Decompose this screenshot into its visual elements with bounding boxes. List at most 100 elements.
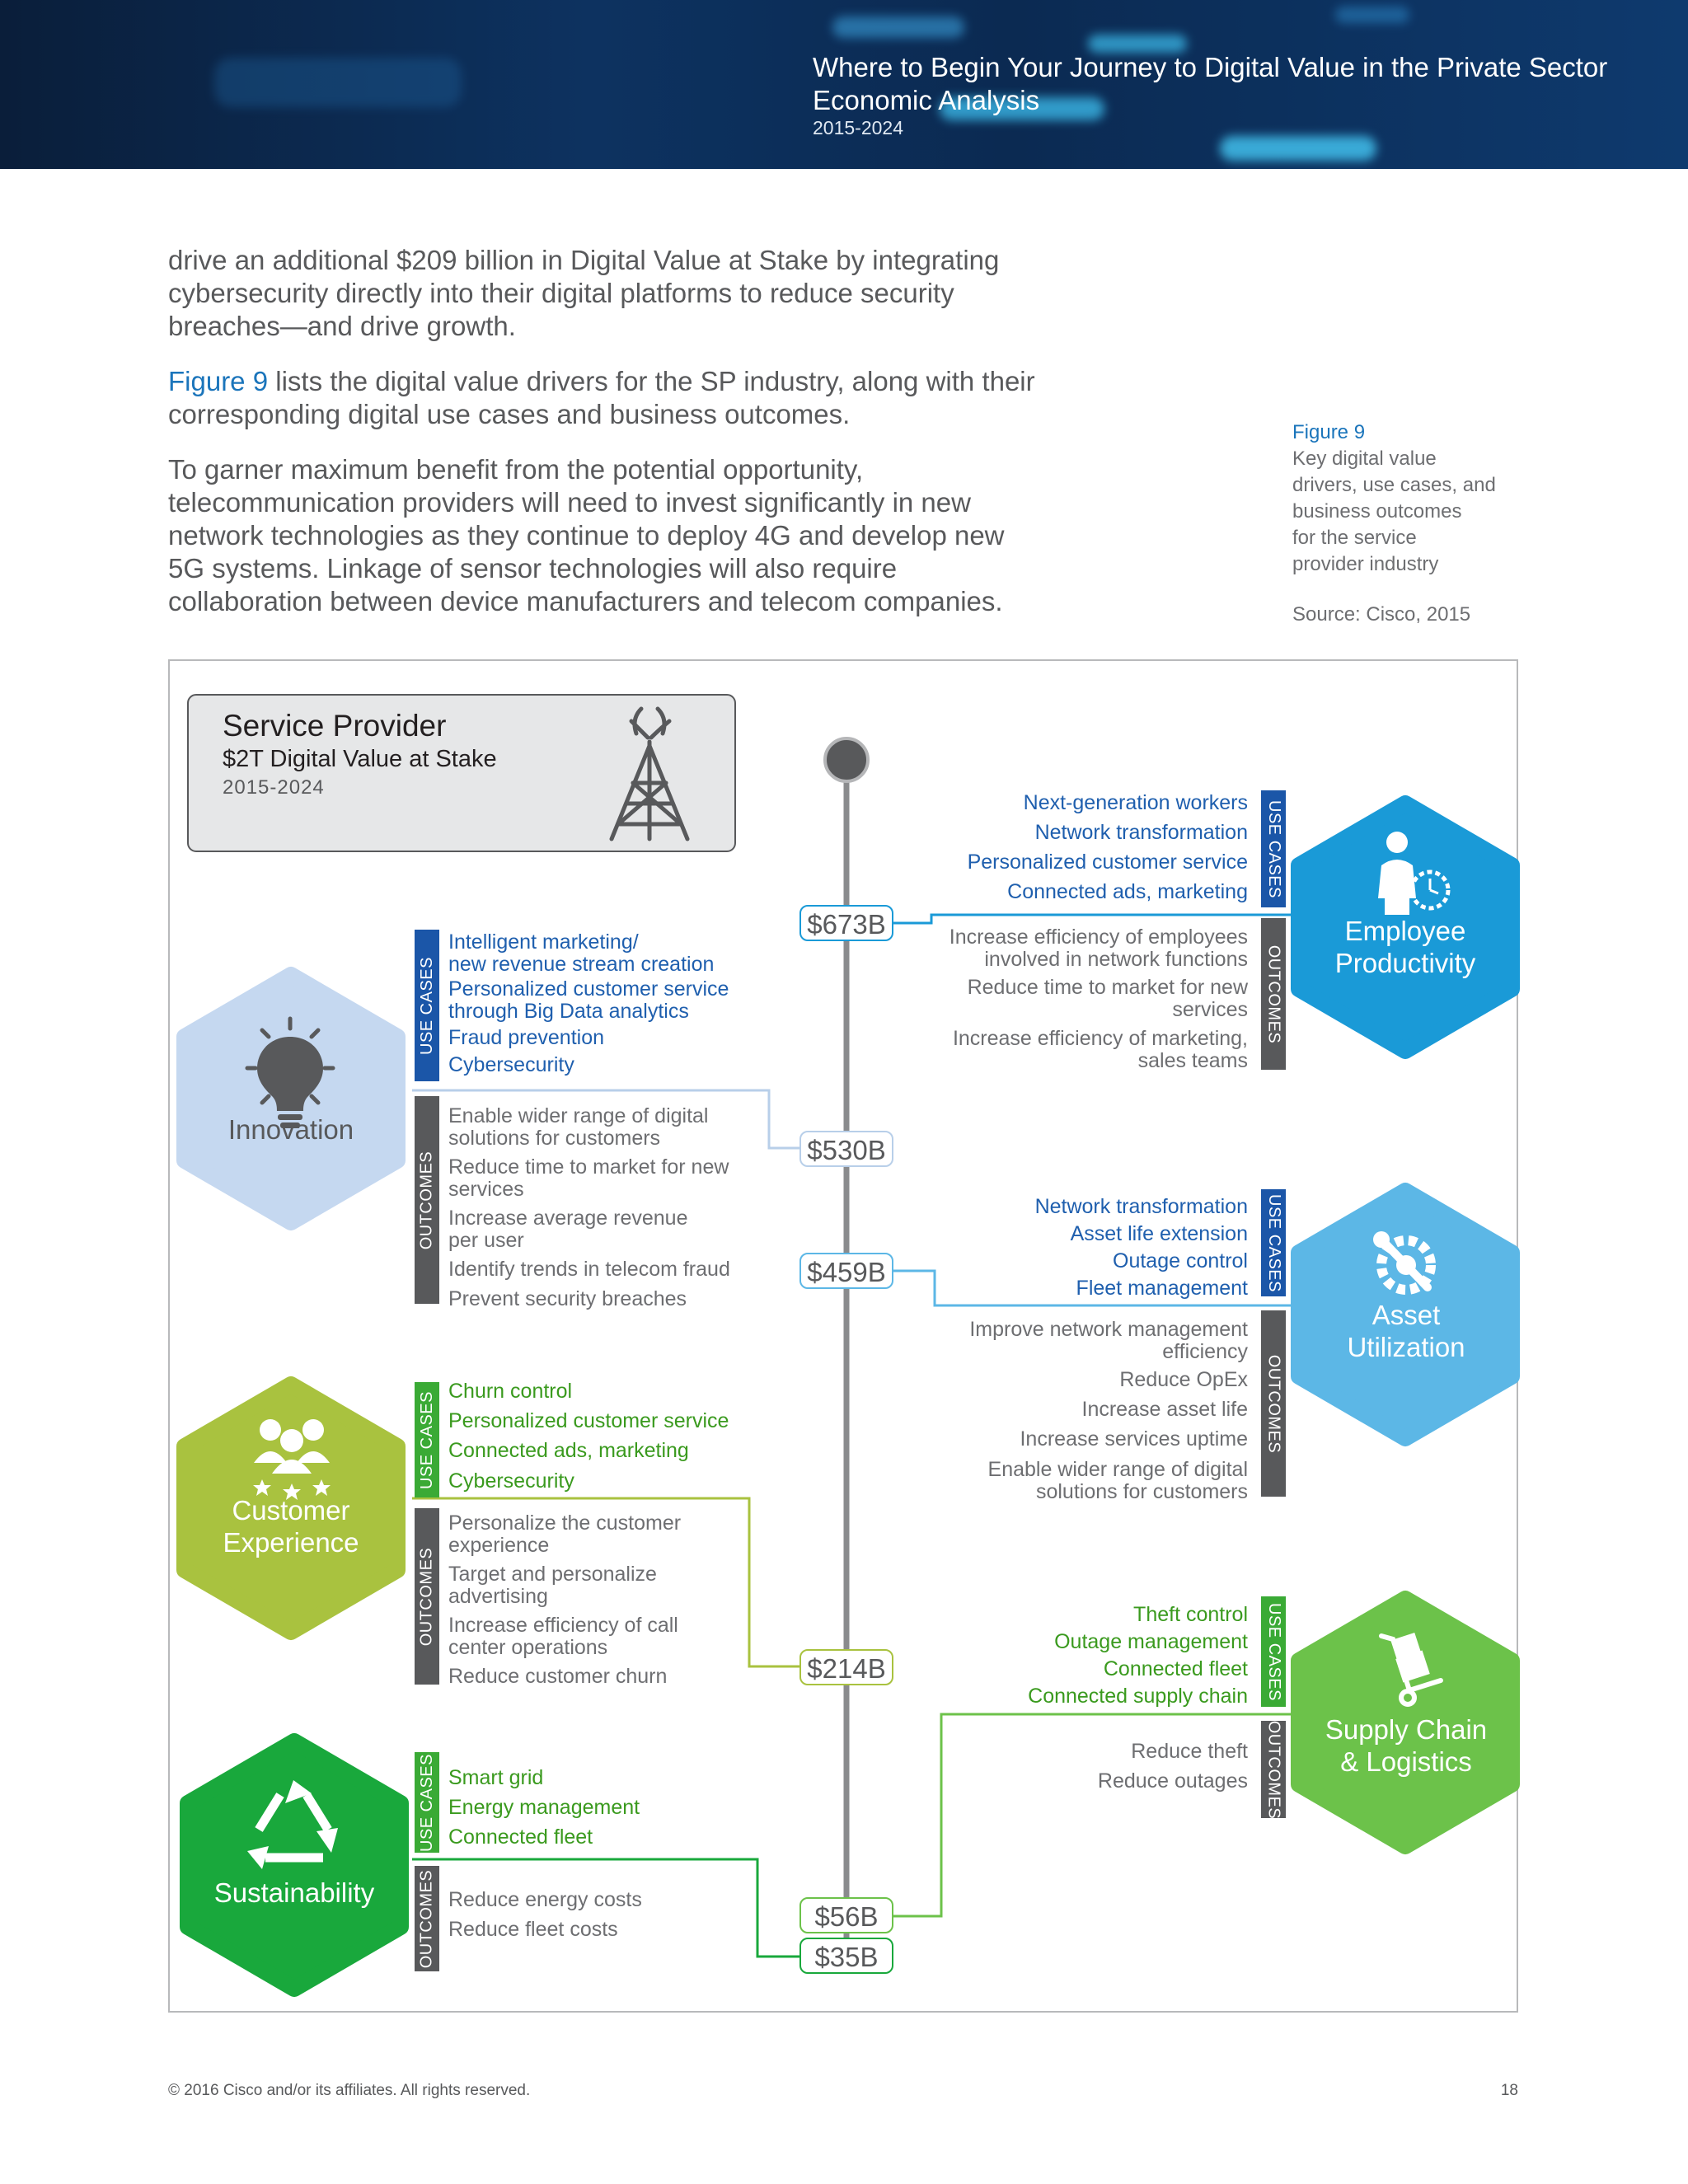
connector-innovation <box>412 1089 799 1150</box>
timeline-start-node <box>823 737 870 783</box>
body-paragraph-2: Figure 9 lists the digital value drivers… <box>168 366 1035 429</box>
use-cases-tag: USE CASES <box>415 930 439 1081</box>
employee-clock-icon <box>1378 832 1451 915</box>
header-light-decoration <box>940 97 1104 120</box>
outcome-item: Reduce fleet costs <box>448 1918 618 1941</box>
recycle-icon <box>247 1780 338 1869</box>
value-employee: $673B <box>799 905 893 941</box>
connector-asset <box>893 1269 1302 1307</box>
caption-line: Key digital value <box>1292 448 1437 470</box>
connector-sustainability <box>412 1858 799 1958</box>
use-case-item: Energy management <box>448 1796 640 1819</box>
use-case-item: Connected ads, marketing <box>1007 880 1248 903</box>
outcome-item: Reduce energy costs <box>448 1888 642 1911</box>
header-light-decoration <box>1335 7 1409 23</box>
use-case-item: Churn control <box>448 1380 573 1403</box>
outcome-item: Reduce customer churn <box>448 1665 668 1688</box>
customer-group-icon <box>253 1419 331 1500</box>
body-paragraph-3: To garner maximum benefit from the poten… <box>168 454 1005 616</box>
header-light-decoration <box>832 16 964 38</box>
lightbulb-icon <box>245 1016 335 1128</box>
use-case-item: Intelligent marketing/new revenue stream… <box>448 930 715 976</box>
use-case-item: Cybersecurity <box>448 1053 574 1076</box>
outcomes-tag: OUTCOMES <box>415 1866 439 1971</box>
outcome-item: Prevent security breaches <box>448 1287 687 1310</box>
use-cases-tag: USE CASES <box>1261 790 1286 907</box>
header-years: 2015-2024 <box>813 117 903 138</box>
outcomes-tag: OUTCOMES <box>1261 1310 1286 1497</box>
outcomes-tag: OUTCOMES <box>1261 1720 1286 1819</box>
use-case-item: Theft control <box>1133 1603 1248 1626</box>
customer-experience-hexagon <box>176 1376 406 1640</box>
header-light-decoration <box>1088 35 1187 53</box>
value-sustainability: $35B <box>799 1938 893 1974</box>
connector-supply <box>893 1713 1302 1918</box>
page-number: 18 <box>1500 2082 1518 2099</box>
use-case-item: Network transformation <box>1034 1195 1248 1218</box>
use-case-item: Fraud prevention <box>448 1026 605 1049</box>
outcome-item: Increase services uptime <box>1020 1427 1248 1451</box>
outcome-item: Increase asset life <box>1081 1398 1249 1421</box>
supply-chain-hexagon <box>1291 1591 1520 1854</box>
use-case-item: Smart grid <box>448 1766 544 1789</box>
figure-subtitle: $2T Digital Value at Stake <box>223 746 497 772</box>
body-paragraph-1: drive an additional $209 billion in Digi… <box>168 245 1000 341</box>
use-case-item: Personalized customer service <box>967 851 1248 874</box>
use-cases-tag: USE CASES <box>415 1382 439 1497</box>
outcome-item: Reduce outages <box>1097 1769 1248 1793</box>
use-cases-tag: USE CASES <box>1261 1189 1286 1296</box>
connector-customer <box>412 1497 799 1668</box>
outcomes-tag: OUTCOMES <box>415 1096 439 1304</box>
title-box <box>187 694 736 852</box>
connector-employee <box>893 913 1302 925</box>
innovation-label: Innovation <box>227 1114 354 1145</box>
use-case-item: Outage management <box>1054 1630 1248 1653</box>
header-subtitle: Economic Analysis <box>813 85 1040 115</box>
sustainability-label: Sustainability <box>213 1877 375 1908</box>
header-title: Where to Begin Your Journey to Digital V… <box>813 52 1608 82</box>
gear-wrench-icon <box>1373 1231 1436 1295</box>
use-case-item: Cybersecurity <box>448 1469 574 1493</box>
caption-label: Figure 9 <box>1292 421 1366 443</box>
value-innovation: $530B <box>799 1131 893 1167</box>
value-supply: $56B <box>799 1897 893 1933</box>
use-case-item: Connected fleet <box>1103 1657 1248 1680</box>
outcome-item: Reduce OpEx <box>1119 1368 1248 1391</box>
header-banner: Where to Begin Your Journey to Digital V… <box>0 0 1688 169</box>
hand-truck-icon <box>1379 1633 1443 1707</box>
caption-line: drivers, use cases, and <box>1292 474 1496 496</box>
use-case-item: Connected supply chain <box>1028 1685 1248 1708</box>
use-case-item: Asset life extension <box>1070 1222 1248 1245</box>
cell-tower-icon <box>609 706 690 841</box>
caption-line: provider industry <box>1292 553 1439 575</box>
use-case-item: Fleet management <box>1076 1277 1248 1300</box>
outcome-item: Identify trends in telecom fraud <box>448 1258 730 1281</box>
sustainability-hexagon <box>180 1733 409 1997</box>
employee-productivity-hexagon <box>1291 795 1520 1059</box>
header-light-decoration <box>214 58 462 107</box>
caption-line: business outcomes <box>1292 500 1462 523</box>
figure-9-link[interactable]: Figure 9 <box>168 366 269 396</box>
use-case-item: Connected ads, marketing <box>448 1439 689 1462</box>
outcome-item: Increase efficiency of marketing,sales t… <box>952 1027 1248 1072</box>
use-cases-tag: USE CASES <box>1261 1596 1286 1707</box>
value-customer: $214B <box>799 1649 893 1685</box>
outcomes-tag: OUTCOMES <box>415 1508 439 1685</box>
supply-chain-label: Supply Chain& Logistics <box>1325 1714 1488 1777</box>
caption-source: Source: Cisco, 2015 <box>1292 603 1471 626</box>
outcomes-tag: OUTCOMES <box>1261 918 1286 1070</box>
use-case-item: Personalized customer service <box>448 1409 729 1432</box>
